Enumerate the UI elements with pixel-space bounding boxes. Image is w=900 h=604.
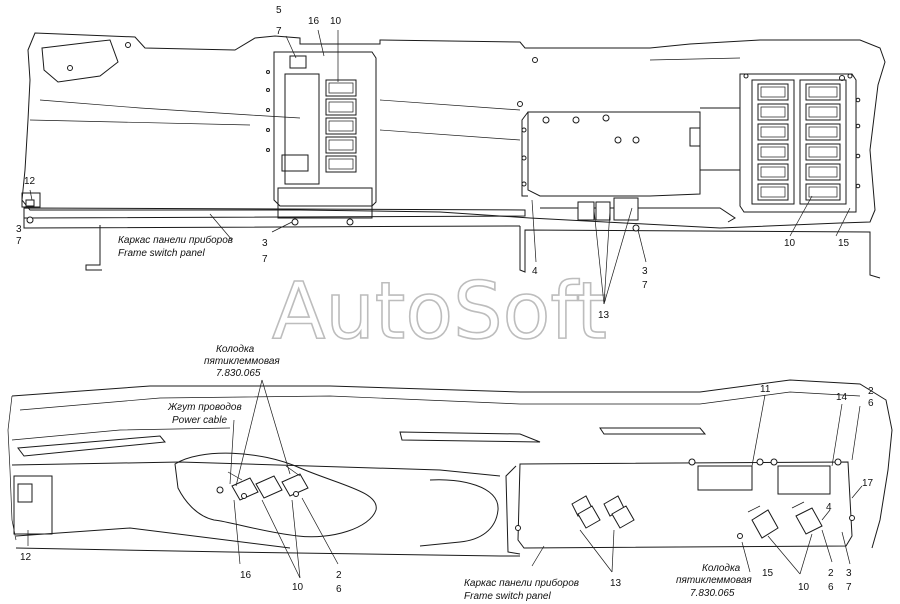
connector-label-ru-1: Колодка xyxy=(216,344,255,355)
instrument-box-right xyxy=(521,107,741,232)
rocker-switch xyxy=(757,83,789,101)
connector-label-ru-2: пятиклеммовая xyxy=(204,356,280,367)
frame-caption-en: Frame switch panel xyxy=(118,248,205,259)
callout-15-bottom: 15 xyxy=(762,568,774,579)
rocker-switch-face xyxy=(328,139,354,151)
callout-10-bottom-left: 10 xyxy=(292,582,304,593)
callout-6-right: 6 xyxy=(868,398,874,409)
rocker-switch xyxy=(805,143,841,161)
rocker-switch-face xyxy=(808,146,838,158)
rocker-switch-face xyxy=(760,166,786,178)
connector2-code: 7.830.065 xyxy=(690,588,735,599)
frame-caption-en-bottom: Frame switch panel xyxy=(464,591,551,602)
rocker-switch-face xyxy=(760,186,786,198)
connector2-label-ru-1: Колодка xyxy=(702,563,741,574)
callout-7-right: 7 xyxy=(642,280,648,291)
callout-2-right: 2 xyxy=(868,386,874,397)
rocker-switch xyxy=(805,163,841,181)
callout-6-bottom-right: 6 xyxy=(828,582,834,593)
rocker-switch-face xyxy=(808,126,838,138)
rocker-switch xyxy=(325,98,357,116)
callout-12: 12 xyxy=(24,176,36,187)
callout-4: 4 xyxy=(532,266,538,277)
harness-label-ru: Жгут проводов xyxy=(167,402,242,413)
callout-3-centre: 3 xyxy=(262,238,268,249)
callout-16: 16 xyxy=(308,16,320,27)
callout-7-centre: 7 xyxy=(262,254,268,265)
rocker-switch xyxy=(757,163,789,181)
rocker-switch-face xyxy=(808,106,838,118)
rocker-switch xyxy=(805,83,841,101)
callout-3-bottom: 3 xyxy=(846,568,852,579)
callout-7: 7 xyxy=(276,26,282,37)
callout-10-right: 10 xyxy=(784,238,796,249)
callout-10: 10 xyxy=(330,16,342,27)
rocker-switch xyxy=(757,123,789,141)
top-view xyxy=(21,29,886,305)
callout-6-bottom-left: 6 xyxy=(336,584,342,595)
rocker-switch-face xyxy=(808,86,838,98)
callout-14: 14 xyxy=(836,392,848,403)
watermark: AutoSoft xyxy=(272,267,607,357)
switch-column-right-a xyxy=(757,83,789,201)
rocker-switch-face xyxy=(760,106,786,118)
rocker-switch-face xyxy=(808,166,838,178)
rocker-switch xyxy=(805,123,841,141)
callout-10-bottom-right: 10 xyxy=(798,582,810,593)
callout-17: 17 xyxy=(862,478,874,489)
switch-block-right xyxy=(739,73,861,213)
connector2-label-ru-2: пятиклеммовая xyxy=(676,575,752,586)
rocker-switch-face xyxy=(328,120,354,132)
callout-5: 5 xyxy=(276,5,282,16)
rocker-switch xyxy=(325,136,357,154)
connector-group-left xyxy=(216,465,309,501)
rocker-switch xyxy=(325,79,357,97)
rocker-switch xyxy=(325,117,357,135)
bottom-view xyxy=(7,379,893,579)
instrument-box-bottom xyxy=(505,458,855,555)
callout-15: 15 xyxy=(838,238,850,249)
rocker-switch-face xyxy=(328,101,354,113)
rocker-switch xyxy=(325,155,357,173)
rocker-switch xyxy=(805,183,841,201)
frame-caption-ru: Каркас панели приборов xyxy=(118,234,233,246)
callout-3: 3 xyxy=(16,224,22,235)
callout-12-bottom: 12 xyxy=(20,552,32,563)
harness-label-en: Power cable xyxy=(172,415,227,426)
callout-2-bottom-left: 2 xyxy=(336,570,342,581)
rocker-switch-face xyxy=(328,158,354,170)
rocker-switch xyxy=(805,103,841,121)
callout-13: 13 xyxy=(598,310,610,321)
switch-column-right-b xyxy=(805,83,841,201)
rocker-switch-face xyxy=(328,82,354,94)
rocker-switch-face xyxy=(760,146,786,158)
callout-7-bottom: 7 xyxy=(846,582,852,593)
rocker-switch-face xyxy=(760,86,786,98)
callout-13-bottom: 13 xyxy=(610,578,622,589)
callout-11: 11 xyxy=(760,384,771,395)
switch-block-centre xyxy=(266,51,377,226)
callout-16-bottom: 16 xyxy=(240,570,252,581)
callout-4-bottom: 4 xyxy=(826,502,832,513)
callout-2-bottom-right: 2 xyxy=(828,568,834,579)
callout-3-right: 3 xyxy=(642,266,648,277)
callout-7-left: 7 xyxy=(16,236,22,247)
rocker-switch xyxy=(757,103,789,121)
switch-column-centre xyxy=(325,79,357,173)
rocker-switch-face xyxy=(760,126,786,138)
frame-caption-ru-bottom: Каркас панели приборов xyxy=(464,577,579,589)
connector-code: 7.830.065 xyxy=(216,368,261,379)
rocker-switch-face xyxy=(808,186,838,198)
rocker-switch xyxy=(757,143,789,161)
rocker-switch xyxy=(757,183,789,201)
